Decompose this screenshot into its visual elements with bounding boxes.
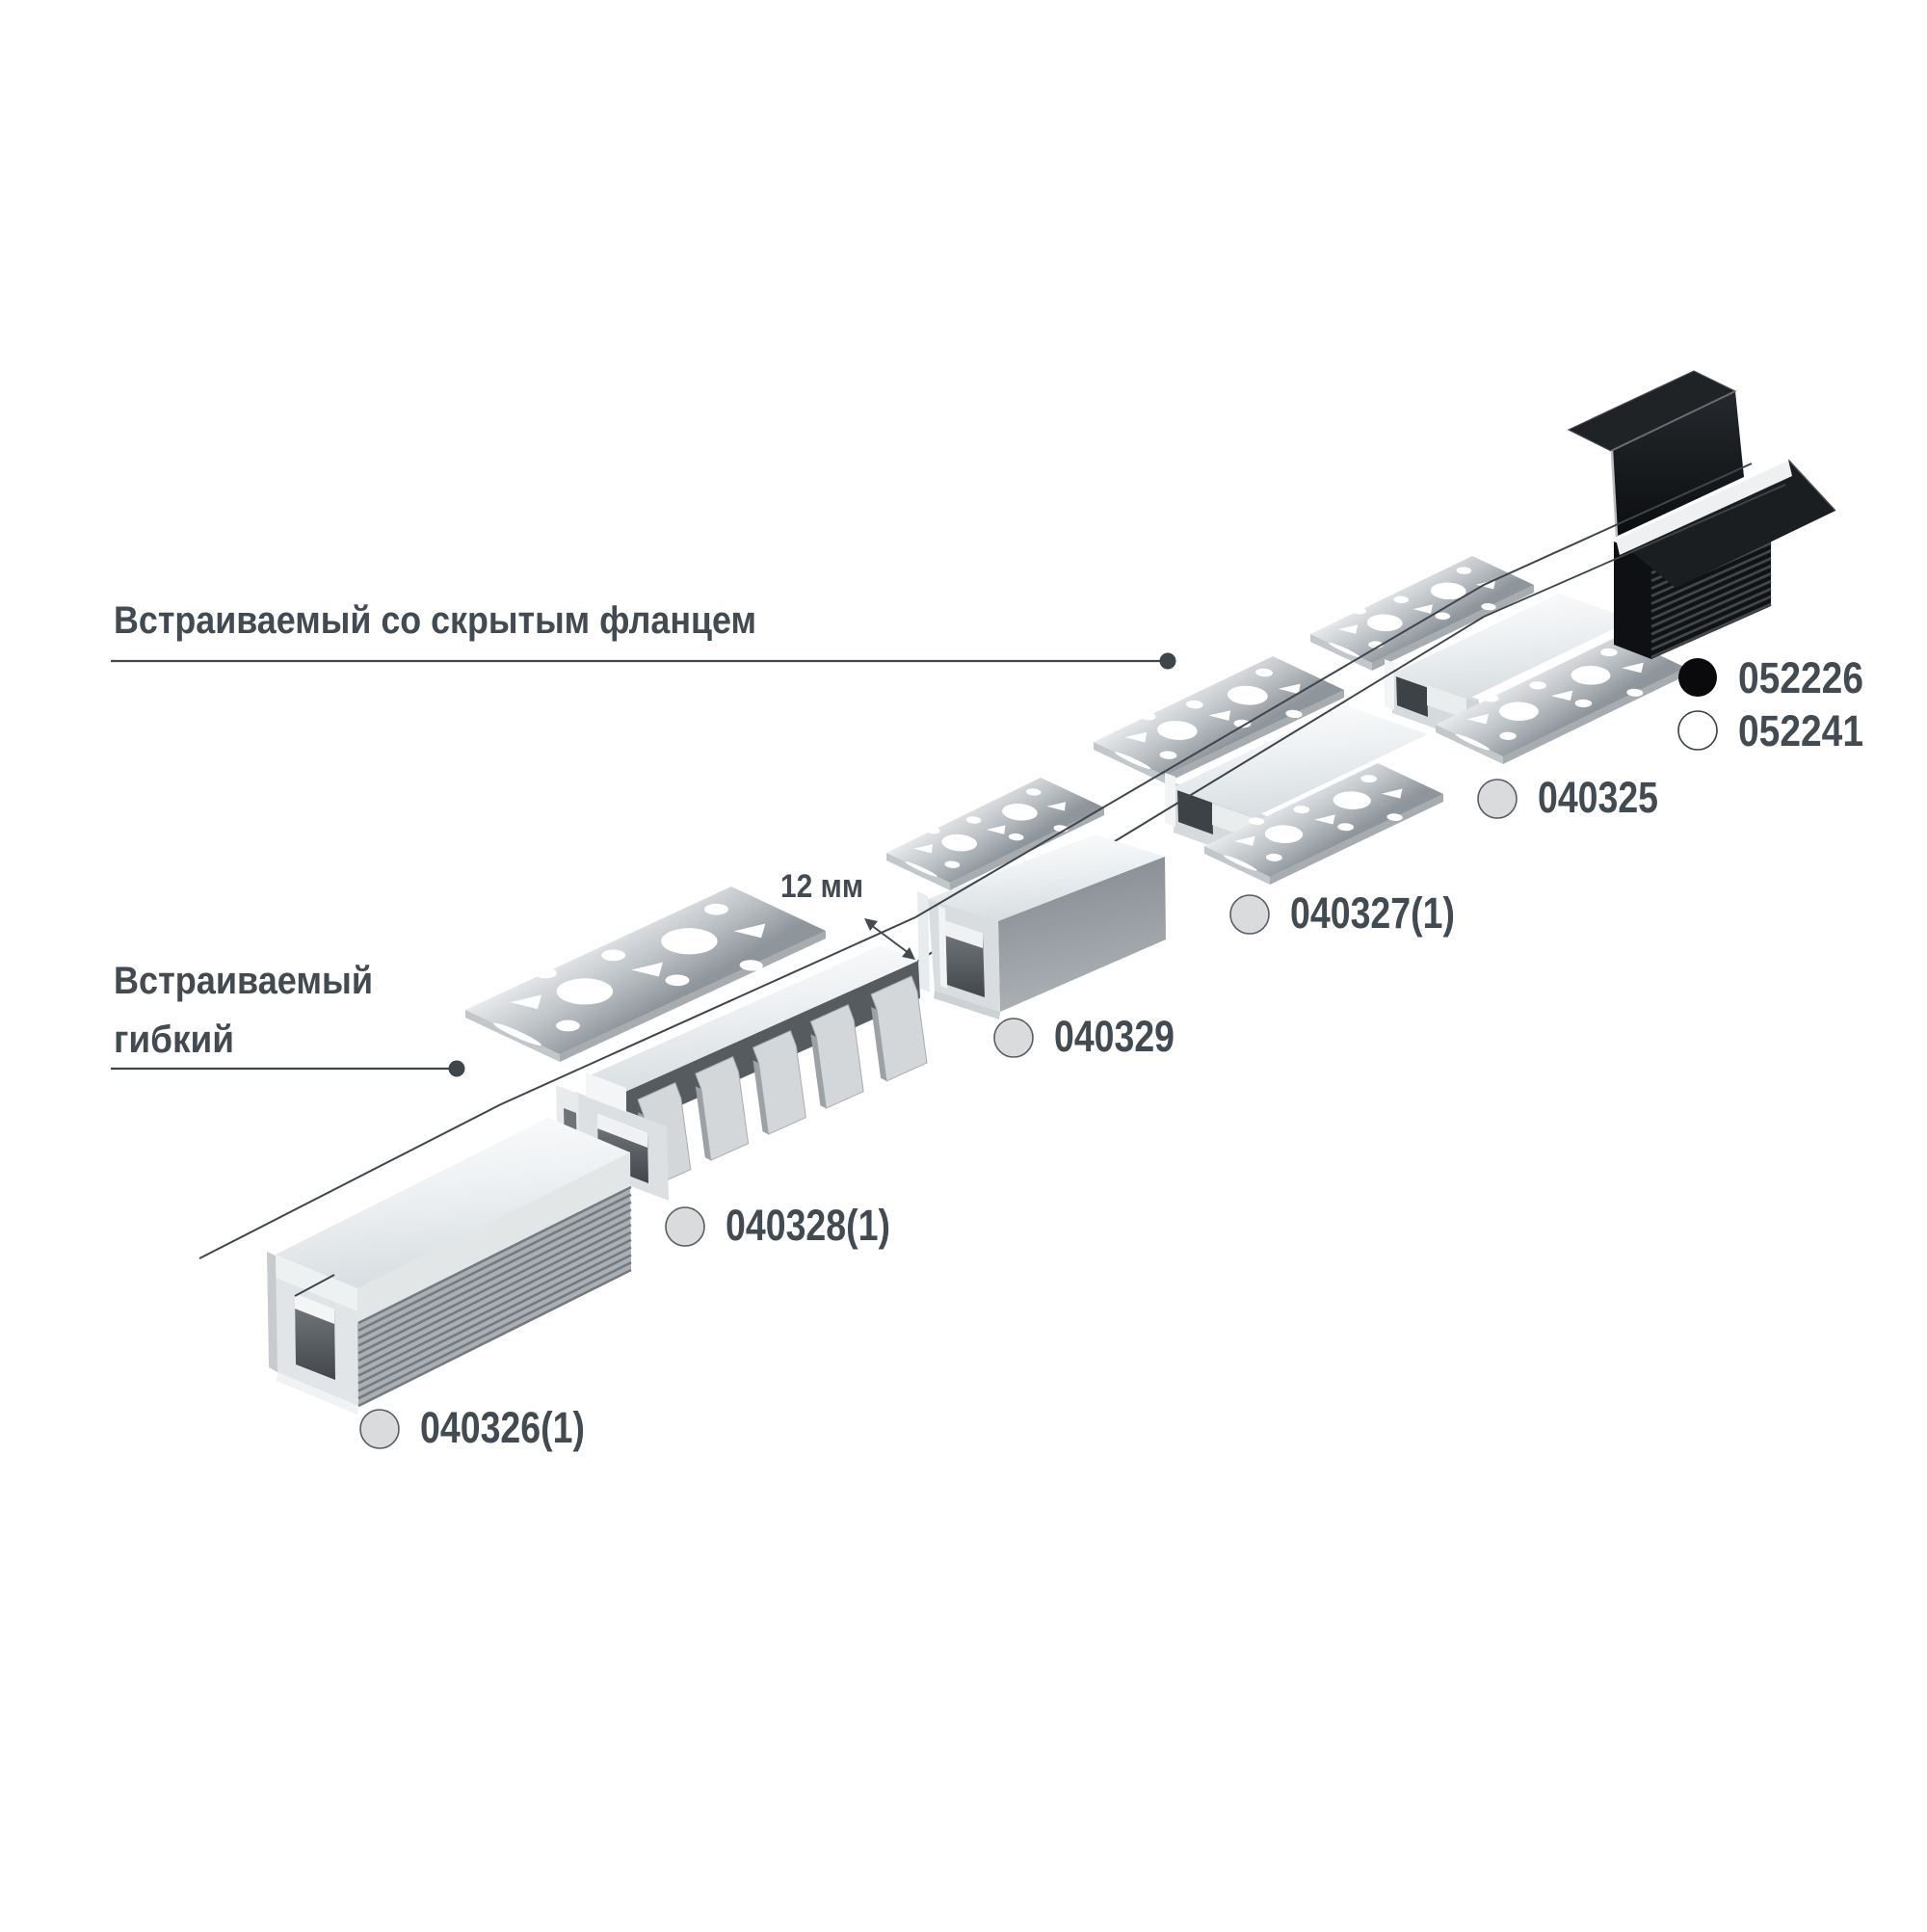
svg-text:040328(1): 040328(1) bbox=[726, 1201, 890, 1250]
svg-text:гибкий: гибкий bbox=[114, 1019, 234, 1061]
svg-text:040326(1): 040326(1) bbox=[420, 1403, 585, 1452]
svg-text:040329: 040329 bbox=[1054, 1012, 1175, 1061]
svg-text:12 мм: 12 мм bbox=[780, 868, 863, 905]
svg-text:Встраиваемый со скрытым фланце: Встраиваемый со скрытым фланцем bbox=[114, 599, 756, 642]
svg-text:Встраиваемый: Встраиваемый bbox=[114, 960, 373, 1002]
svg-text:052241: 052241 bbox=[1738, 706, 1863, 755]
svg-text:040325: 040325 bbox=[1538, 773, 1658, 822]
svg-text:040327(1): 040327(1) bbox=[1290, 888, 1455, 938]
svg-text:052226: 052226 bbox=[1738, 653, 1863, 702]
